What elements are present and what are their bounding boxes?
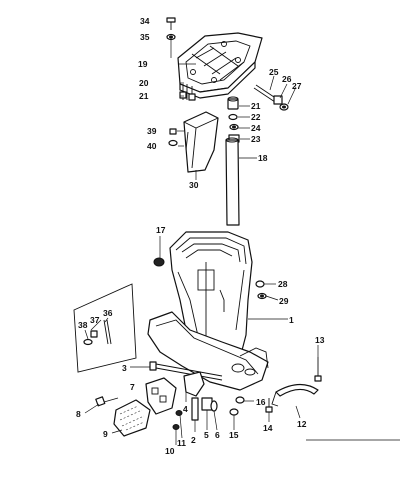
screw-28 (255, 280, 265, 288)
callout-23: 23 (251, 134, 261, 144)
adapter-plate (177, 32, 263, 99)
nut-5 (201, 397, 213, 411)
block-4 (183, 371, 205, 397)
screw-14 (265, 398, 273, 413)
screw-8 (95, 396, 119, 407)
screw-11 (175, 410, 183, 416)
callout-26: 26 (282, 74, 292, 84)
washer-6 (210, 400, 218, 412)
screw-39 (169, 128, 177, 135)
callout-3: 3 (122, 363, 127, 373)
callout-34: 34 (140, 16, 150, 26)
callout-22: 22 (251, 112, 261, 122)
bolt-3 (149, 361, 223, 381)
callout-36: 36 (103, 308, 113, 318)
nut-26 (273, 95, 283, 105)
callouts: 1 2 3 4 5 6 7 8 9 10 11 12 13 14 15 16 1… (76, 16, 325, 456)
callout-2: 2 (191, 435, 196, 445)
washer-15 (229, 408, 239, 416)
washer-27 (279, 103, 289, 111)
callout-12: 12 (297, 419, 307, 429)
driveshaft-18 (225, 137, 240, 226)
callout-30: 30 (189, 180, 199, 190)
callout-24: 24 (251, 123, 261, 133)
housing-30 (183, 111, 219, 173)
callout-13: 13 (315, 335, 325, 345)
callout-18: 18 (258, 153, 268, 163)
callout-7: 7 (130, 382, 135, 392)
rod-2 (191, 397, 199, 421)
callout-10: 10 (165, 446, 175, 456)
screw-34 (166, 17, 176, 30)
washer-24 (229, 123, 239, 131)
callout-29: 29 (279, 296, 289, 306)
bracket-7 (145, 377, 177, 415)
washer-38 (83, 338, 93, 346)
sleeve-21-right (227, 96, 239, 110)
clamp-12 (271, 383, 319, 407)
callout-19: 19 (138, 59, 148, 69)
callout-21-right: 21 (251, 101, 261, 111)
driveshaft-housing-1 (169, 231, 253, 363)
sleeve-21-left (179, 91, 196, 101)
callout-9: 9 (103, 429, 108, 439)
stud-36 (103, 319, 112, 345)
callout-8: 8 (76, 409, 81, 419)
callout-37: 37 (90, 315, 100, 325)
callout-28: 28 (278, 279, 288, 289)
inset-box (73, 283, 137, 373)
callout-17: 17 (156, 225, 166, 235)
screw-16 (235, 396, 245, 404)
callout-14: 14 (263, 423, 273, 433)
callout-38: 38 (78, 320, 88, 330)
callout-15: 15 (229, 430, 239, 440)
bushing-22 (228, 113, 238, 121)
washer-40 (168, 139, 178, 147)
plug-17 (153, 257, 165, 267)
callout-20: 20 (139, 78, 149, 88)
callout-5: 5 (204, 430, 209, 440)
callout-1: 1 (289, 315, 294, 325)
leader-lines (84, 63, 400, 445)
washer-29 (257, 292, 267, 300)
callout-25: 25 (269, 67, 279, 77)
callout-21-left: 21 (139, 91, 149, 101)
callout-11: 11 (177, 438, 186, 448)
callout-16: 16 (256, 397, 266, 407)
bolt-13 (314, 357, 322, 382)
screw-10 (172, 424, 180, 430)
callout-6: 6 (215, 430, 220, 440)
nut-37 (90, 330, 98, 338)
callout-39: 39 (147, 126, 157, 136)
plate-9 (113, 399, 151, 437)
callout-27: 27 (292, 81, 302, 91)
callout-35: 35 (140, 32, 150, 42)
callout-40: 40 (147, 141, 157, 151)
callout-4: 4 (183, 404, 188, 414)
anti-ventilation-plate (147, 311, 269, 391)
